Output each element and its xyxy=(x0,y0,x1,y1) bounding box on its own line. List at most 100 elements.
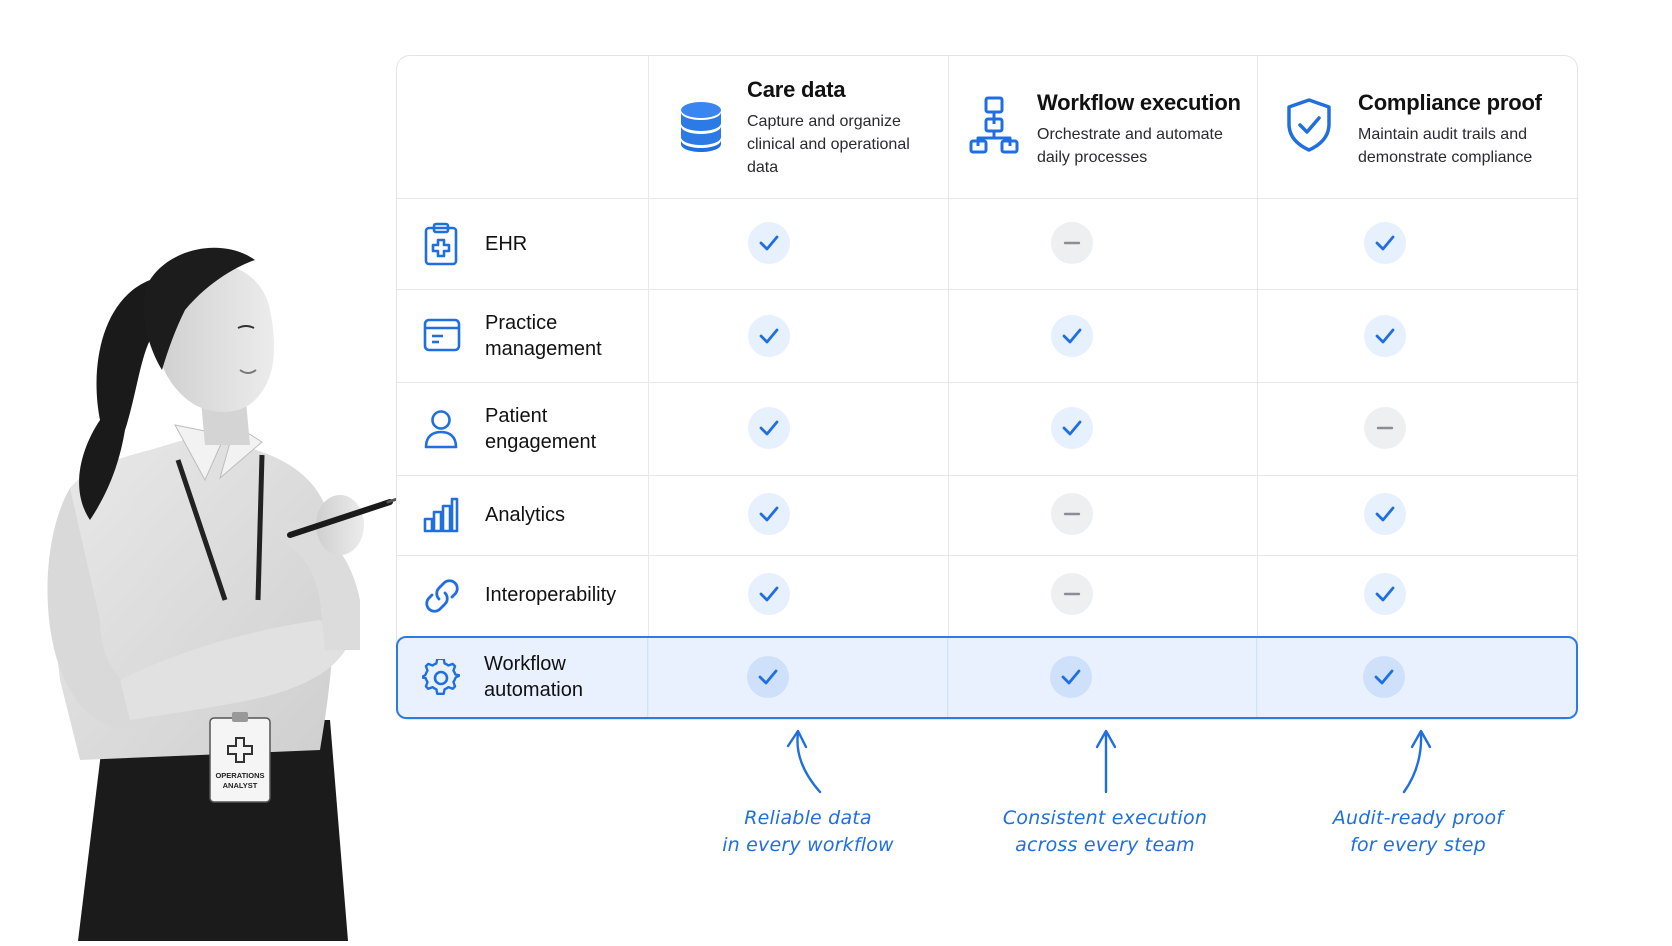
check-icon xyxy=(1374,669,1394,685)
desc-line: data xyxy=(747,159,779,176)
badge-line-2: ANALYST xyxy=(223,781,258,790)
badge-line-1: OPERATIONS xyxy=(215,771,264,780)
row-label-text: EHR xyxy=(485,231,527,257)
check-mark-automation-care-data xyxy=(747,656,789,698)
check-mark-patient-care-data xyxy=(748,407,790,449)
dash-mark-analytics-workflow-execution xyxy=(1051,493,1093,535)
grid-line xyxy=(397,475,1577,476)
minus-icon xyxy=(1063,512,1081,516)
medical-cross-icon xyxy=(227,737,253,763)
check-mark-ehr-compliance-proof xyxy=(1364,222,1406,264)
dash-mark-ehr-workflow-execution xyxy=(1051,222,1093,264)
desc-line: Maintain audit trails and xyxy=(1358,126,1527,143)
grid-line xyxy=(1257,56,1258,719)
desc-line: Capture and organize xyxy=(747,113,901,130)
check-icon xyxy=(1375,235,1395,251)
grid-line xyxy=(947,638,948,717)
arrow-care-data xyxy=(796,731,822,794)
column-description: Orchestrate and automate daily processes xyxy=(1037,123,1252,169)
check-mark-automation-workflow-execution xyxy=(1050,656,1092,698)
annotation-line: Consistent execution xyxy=(1002,807,1208,829)
desc-line: demonstrate compliance xyxy=(1358,149,1533,166)
row-label-text: Workflow automation xyxy=(484,651,583,703)
column-header-compliance-proof: Compliance proof Maintain audit trails a… xyxy=(1258,56,1577,198)
check-icon xyxy=(759,235,779,251)
grid-line xyxy=(397,555,1577,556)
check-mark-interop-compliance-proof xyxy=(1364,573,1406,615)
annotation-line: Audit-ready proof xyxy=(1332,807,1504,829)
column-description: Capture and organize clinical and operat… xyxy=(747,110,947,179)
row-label-ehr: EHR xyxy=(397,199,649,289)
check-mark-analytics-compliance-proof xyxy=(1364,493,1406,535)
check-icon xyxy=(1062,420,1082,436)
annotation-care-data: Reliable data in every workflow xyxy=(690,805,926,859)
check-mark-patient-workflow-execution xyxy=(1051,407,1093,449)
arrowhead xyxy=(1095,729,1117,749)
arrow-compliance-proof xyxy=(1402,731,1423,794)
label-line: EHR xyxy=(485,233,528,255)
row-label-analytics: Analytics xyxy=(397,476,649,555)
column-title: Workflow execution xyxy=(1037,90,1241,115)
minus-icon xyxy=(1063,241,1081,245)
label-line: Interoperability xyxy=(485,584,617,606)
person-illustration: OPERATIONS ANALYST xyxy=(47,247,402,941)
check-icon xyxy=(759,586,779,602)
check-mark-automation-compliance-proof xyxy=(1363,656,1405,698)
check-mark-ehr-care-data xyxy=(748,222,790,264)
column-title: Care data xyxy=(747,77,846,102)
row-label-text: Analytics xyxy=(485,502,565,528)
label-line: automation xyxy=(484,679,583,701)
check-mark-practice-compliance-proof xyxy=(1364,315,1406,357)
label-line: management xyxy=(485,338,602,360)
column-header-workflow-execution: Workflow execution Orchestrate and autom… xyxy=(949,56,1257,198)
clipboard-medical-icon xyxy=(424,222,458,266)
annotation-line: for every step xyxy=(1350,834,1486,856)
check-mark-analytics-care-data xyxy=(748,493,790,535)
desc-line: clinical and operational xyxy=(747,136,910,153)
check-icon xyxy=(759,328,779,344)
row-label-text: Interoperability xyxy=(485,582,616,608)
row-label-interoperability: Interoperability xyxy=(397,556,649,636)
annotation-workflow-execution: Consistent execution across every team xyxy=(980,805,1230,859)
dash-mark-patient-compliance-proof xyxy=(1364,407,1406,449)
shield-check-icon xyxy=(1287,98,1331,152)
desc-line: Orchestrate and automate xyxy=(1037,126,1223,143)
row-label-text: Patient engagement xyxy=(485,403,596,455)
capability-table: Care data Capture and organize clinical … xyxy=(396,55,1578,720)
grid-line xyxy=(648,56,649,719)
gear-icon xyxy=(422,659,460,695)
minus-icon xyxy=(1063,592,1081,596)
label-line: engagement xyxy=(485,431,597,453)
grid-line xyxy=(397,289,1577,290)
label-line: Patient xyxy=(485,405,548,427)
grid-line xyxy=(948,56,949,719)
row-label-practice-management: Practice management xyxy=(397,290,649,382)
annotation-line: in every workflow xyxy=(722,834,894,856)
arrowhead xyxy=(786,729,808,749)
row-label-text: Practice management xyxy=(485,310,602,362)
dash-mark-interop-workflow-execution xyxy=(1051,573,1093,615)
window-card-icon xyxy=(423,318,461,352)
highlighted-row-workflow-automation: Workflow automation xyxy=(396,636,1578,719)
label-line: Practice xyxy=(485,312,558,334)
check-icon xyxy=(1375,506,1395,522)
check-icon xyxy=(1375,328,1395,344)
annotation-line: Reliable data xyxy=(744,807,872,829)
label-line: Analytics xyxy=(485,504,566,526)
check-mark-interop-care-data xyxy=(748,573,790,615)
check-mark-practice-workflow-execution xyxy=(1051,315,1093,357)
database-icon xyxy=(681,102,721,152)
row-label-patient-engagement: Patient engagement xyxy=(397,383,649,475)
arrowhead xyxy=(1410,729,1432,749)
bar-chart-icon xyxy=(423,497,459,533)
minus-icon xyxy=(1376,426,1394,430)
user-icon xyxy=(424,410,458,449)
column-description: Maintain audit trails and demonstrate co… xyxy=(1358,123,1576,169)
check-icon xyxy=(1062,328,1082,344)
check-icon xyxy=(759,506,779,522)
grid-line xyxy=(647,638,648,717)
check-mark-practice-care-data xyxy=(748,315,790,357)
annotation-line: across every team xyxy=(1015,834,1195,856)
